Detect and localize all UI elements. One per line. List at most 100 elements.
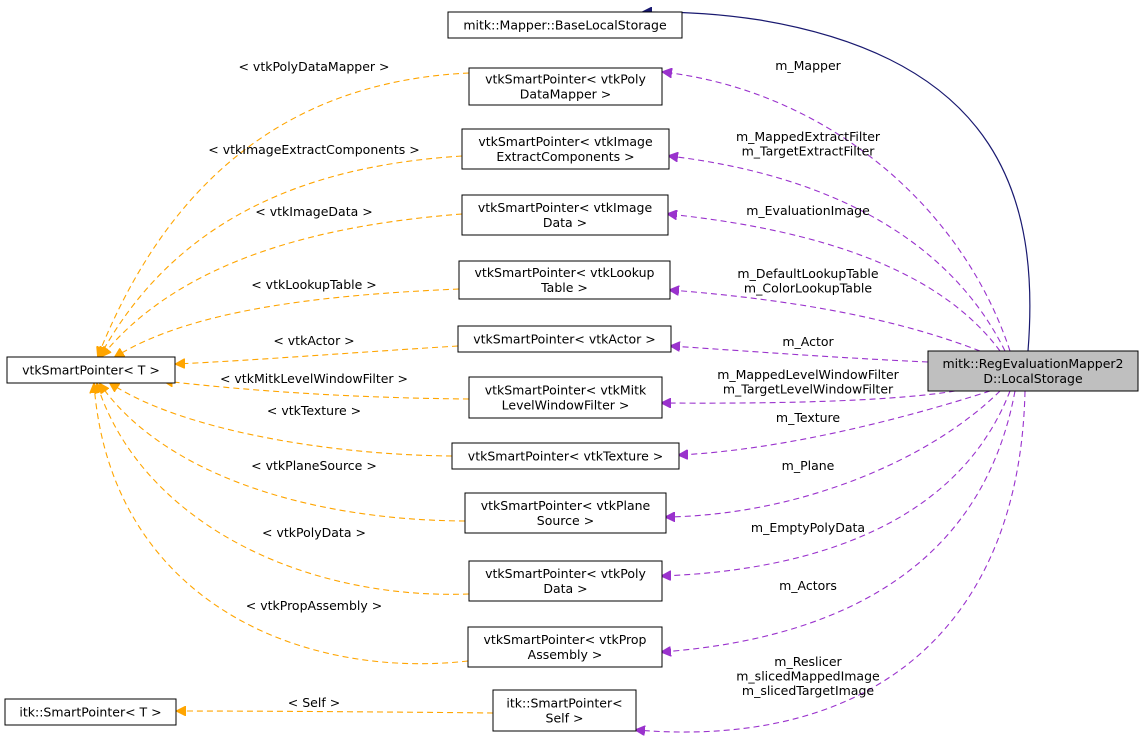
member-edge-lookup-table [670, 290, 981, 352]
inheritance-edge [643, 12, 1031, 352]
class-name: itk::SmartPointer< [506, 696, 622, 711]
member-label-prop-assembly: m_Actors [779, 578, 837, 593]
class-box [927, 350, 1139, 392]
class-box [447, 11, 683, 39]
class-name: vtkSmartPointer< vtkMitk [485, 383, 647, 398]
template-label-image-extract: < vtkImageExtractComponents > [208, 142, 419, 157]
class-name: vtkSmartPointer< T > [22, 363, 160, 378]
class-box [492, 689, 637, 732]
class-node-lookup-table[interactable]: vtkSmartPointer< vtkLookupTable > [458, 260, 671, 300]
member-label-level-window: m_TargetLevelWindowFilter [723, 382, 894, 397]
class-name: mitk::RegEvaluationMapper2 [942, 356, 1123, 371]
member-edge-actor [671, 346, 929, 363]
class-name: vtkSmartPointer< vtkPoly [485, 72, 646, 87]
class-name: vtkSmartPointer< vtkPoly [485, 566, 646, 581]
class-name: Self > [546, 711, 584, 726]
class-box [458, 260, 671, 300]
class-box [6, 356, 176, 384]
member-edge-level-window [662, 390, 956, 403]
template-edge-poly-data-mapper [98, 72, 470, 356]
member-label-lookup-table: m_DefaultLookupTable [737, 266, 878, 281]
class-node-texture[interactable]: vtkSmartPointer< vtkTexture > [451, 442, 680, 470]
member-label-itk-self: m_slicedTargetImage [742, 683, 875, 698]
template-label-image-data: < vtkImageData > [255, 204, 372, 219]
member-label-plane-source: m_Plane [782, 458, 835, 473]
class-box [4, 698, 177, 726]
member-edge-itk-self [636, 390, 1026, 732]
member-label-poly-data-mapper: m_Mapper [775, 58, 841, 73]
class-name: D::LocalStorage [983, 371, 1083, 386]
template-edge-level-window [164, 381, 470, 400]
template-label-poly-data-mapper: < vtkPolyDataMapper > [238, 59, 389, 74]
class-name: vtkSmartPointer< vtkActor > [473, 332, 656, 347]
template-label-itk-self: < Self > [288, 695, 340, 710]
member-edge-prop-assembly [662, 390, 1016, 652]
class-node-actor[interactable]: vtkSmartPointer< vtkActor > [457, 325, 672, 353]
class-name: mitk::Mapper::BaseLocalStorage [463, 18, 667, 33]
template-label-poly-data: < vtkPolyData > [262, 525, 366, 540]
class-node-plane-source[interactable]: vtkSmartPointer< vtkPlaneSource > [464, 492, 667, 534]
class-name: vtkSmartPointer< vtkImage [478, 200, 653, 215]
template-edge-prop-assembly [94, 384, 469, 665]
template-edge-itk-self [177, 711, 494, 713]
class-name: vtkSmartPointer< vtkProp [484, 632, 647, 647]
class-node-image-data[interactable]: vtkSmartPointer< vtkImageData > [461, 194, 669, 236]
member-edge-poly-data [662, 390, 1011, 576]
class-node-base-local-storage[interactable]: mitk::Mapper::BaseLocalStorage [447, 11, 683, 39]
member-label-itk-self: m_Reslicer [774, 654, 842, 669]
class-box [451, 442, 680, 470]
class-name: vtkSmartPointer< vtkImage [478, 134, 653, 149]
class-box [457, 325, 672, 353]
class-name: LevelWindowFilter > [502, 398, 630, 413]
member-label-image-data: m_EvaluationImage [746, 203, 870, 218]
class-node-prop-assembly[interactable]: vtkSmartPointer< vtkPropAssembly > [467, 626, 663, 668]
member-label-lookup-table: m_ColorLookupTable [744, 281, 872, 296]
class-box [467, 626, 663, 668]
class-name: Data > [543, 581, 587, 596]
class-node-image-extract[interactable]: vtkSmartPointer< vtkImageExtractComponen… [461, 128, 670, 170]
member-edge-image-data [668, 214, 1001, 352]
class-box [468, 560, 663, 602]
class-name: Table > [540, 280, 588, 295]
class-box [468, 67, 663, 106]
template-label-texture: < vtkTexture > [267, 403, 361, 418]
template-label-prop-assembly: < vtkPropAssembly > [246, 598, 382, 613]
class-node-vtk-smart-pointer-t[interactable]: vtkSmartPointer< T > [6, 356, 176, 384]
member-edge-poly-data-mapper [663, 72, 1011, 352]
template-edge-texture [110, 383, 453, 457]
template-edge-actor [176, 345, 459, 364]
class-name: Assembly > [528, 647, 603, 662]
member-label-actor: m_Actor [782, 334, 834, 349]
class-box [468, 376, 663, 419]
template-label-lookup-table: < vtkLookupTable > [251, 277, 377, 292]
member-label-itk-self: m_slicedMappedImage [736, 669, 880, 684]
class-box [461, 194, 669, 236]
nodes-layer: mitk::Mapper::BaseLocalStoragemitk::RegE… [4, 11, 1139, 732]
class-node-main[interactable]: mitk::RegEvaluationMapper2D::LocalStorag… [927, 350, 1139, 392]
member-label-image-extract: m_TargetExtractFilter [742, 144, 876, 159]
template-edge-image-extract [100, 155, 463, 356]
member-label-image-extract: m_MappedExtractFilter [736, 129, 881, 144]
class-node-itk-self[interactable]: itk::SmartPointer<Self > [492, 689, 637, 732]
class-name: vtkSmartPointer< vtkTexture > [468, 449, 663, 464]
class-box [461, 128, 670, 170]
class-node-level-window[interactable]: vtkSmartPointer< vtkMitkLevelWindowFilte… [468, 376, 663, 419]
member-label-texture: m_Texture [776, 410, 840, 425]
template-edge-lookup-table [115, 288, 460, 357]
class-name: itk::SmartPointer< T > [19, 705, 161, 720]
class-box [464, 492, 667, 534]
class-name: vtkSmartPointer< vtkLookup [475, 265, 655, 280]
member-label-level-window: m_MappedLevelWindowFilter [717, 367, 899, 382]
template-edge-plane-source [100, 384, 466, 522]
template-edge-poly-data [97, 384, 470, 595]
class-node-poly-data[interactable]: vtkSmartPointer< vtkPolyData > [468, 560, 663, 602]
class-node-poly-data-mapper[interactable]: vtkSmartPointer< vtkPolyDataMapper > [468, 67, 663, 106]
class-name: ExtractComponents > [496, 149, 634, 164]
member-label-poly-data: m_EmptyPolyData [751, 520, 865, 535]
class-name: Data > [543, 215, 587, 230]
class-name: Source > [537, 513, 594, 528]
class-node-itk-smart-pointer-t[interactable]: itk::SmartPointer< T > [4, 698, 177, 726]
template-label-level-window: < vtkMitkLevelWindowFilter > [220, 371, 408, 386]
template-label-actor: < vtkActor > [273, 333, 354, 348]
